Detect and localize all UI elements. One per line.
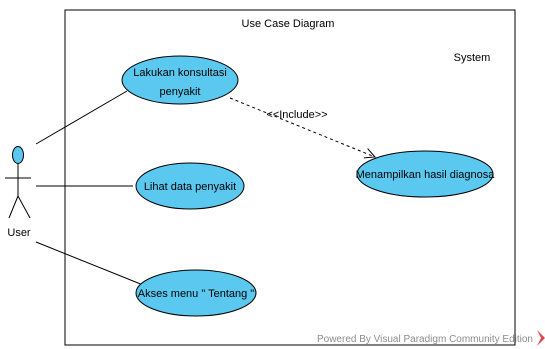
association-konsultasi (35, 90, 128, 145)
actor-user[interactable]: User (5, 146, 31, 240)
system-label: System (454, 52, 491, 64)
diagram-title: Use Case Diagram (242, 18, 335, 30)
system-boundary (64, 9, 516, 346)
use-case-hasil-diagnosa-shape (356, 150, 494, 198)
use-case-hasil-diagnosa-label: Menampilkan hasil diagnosa (356, 169, 496, 181)
use-case-hasil-diagnosa[interactable]: Menampilkan hasil diagnosa (356, 150, 496, 198)
watermark-text: Powered By Visual Paradigm Community Edi… (317, 334, 533, 345)
use-case-konsultasi-label-line1: Lakukan konsultasi (133, 67, 227, 79)
use-case-akses-menu[interactable]: Akses menu " Tentang " (135, 269, 257, 317)
actor-left-leg (8, 195, 19, 219)
association-akses-menu (35, 241, 144, 286)
use-case-lihat-data-label: Lihat data penyakit (144, 181, 236, 193)
actor-label: User (7, 227, 31, 239)
use-case-lihat-data-shape (135, 162, 245, 210)
include-relationship (229, 97, 375, 157)
actor-head-icon (12, 146, 24, 164)
use-case-konsultasi[interactable]: Lakukan konsultasi penyakit (121, 55, 239, 105)
actor-right-leg (17, 195, 31, 219)
use-case-konsultasi-label-line2: penyakit (160, 86, 201, 98)
include-label: <<Include>> (266, 109, 327, 121)
use-case-lihat-data[interactable]: Lihat data penyakit (135, 162, 245, 210)
visual-paradigm-logo-icon (537, 330, 545, 346)
use-case-akses-menu-label: Akses menu " Tentang " (138, 288, 255, 300)
use-case-konsultasi-shape (121, 55, 239, 105)
use-case-akses-menu-shape (135, 269, 257, 317)
